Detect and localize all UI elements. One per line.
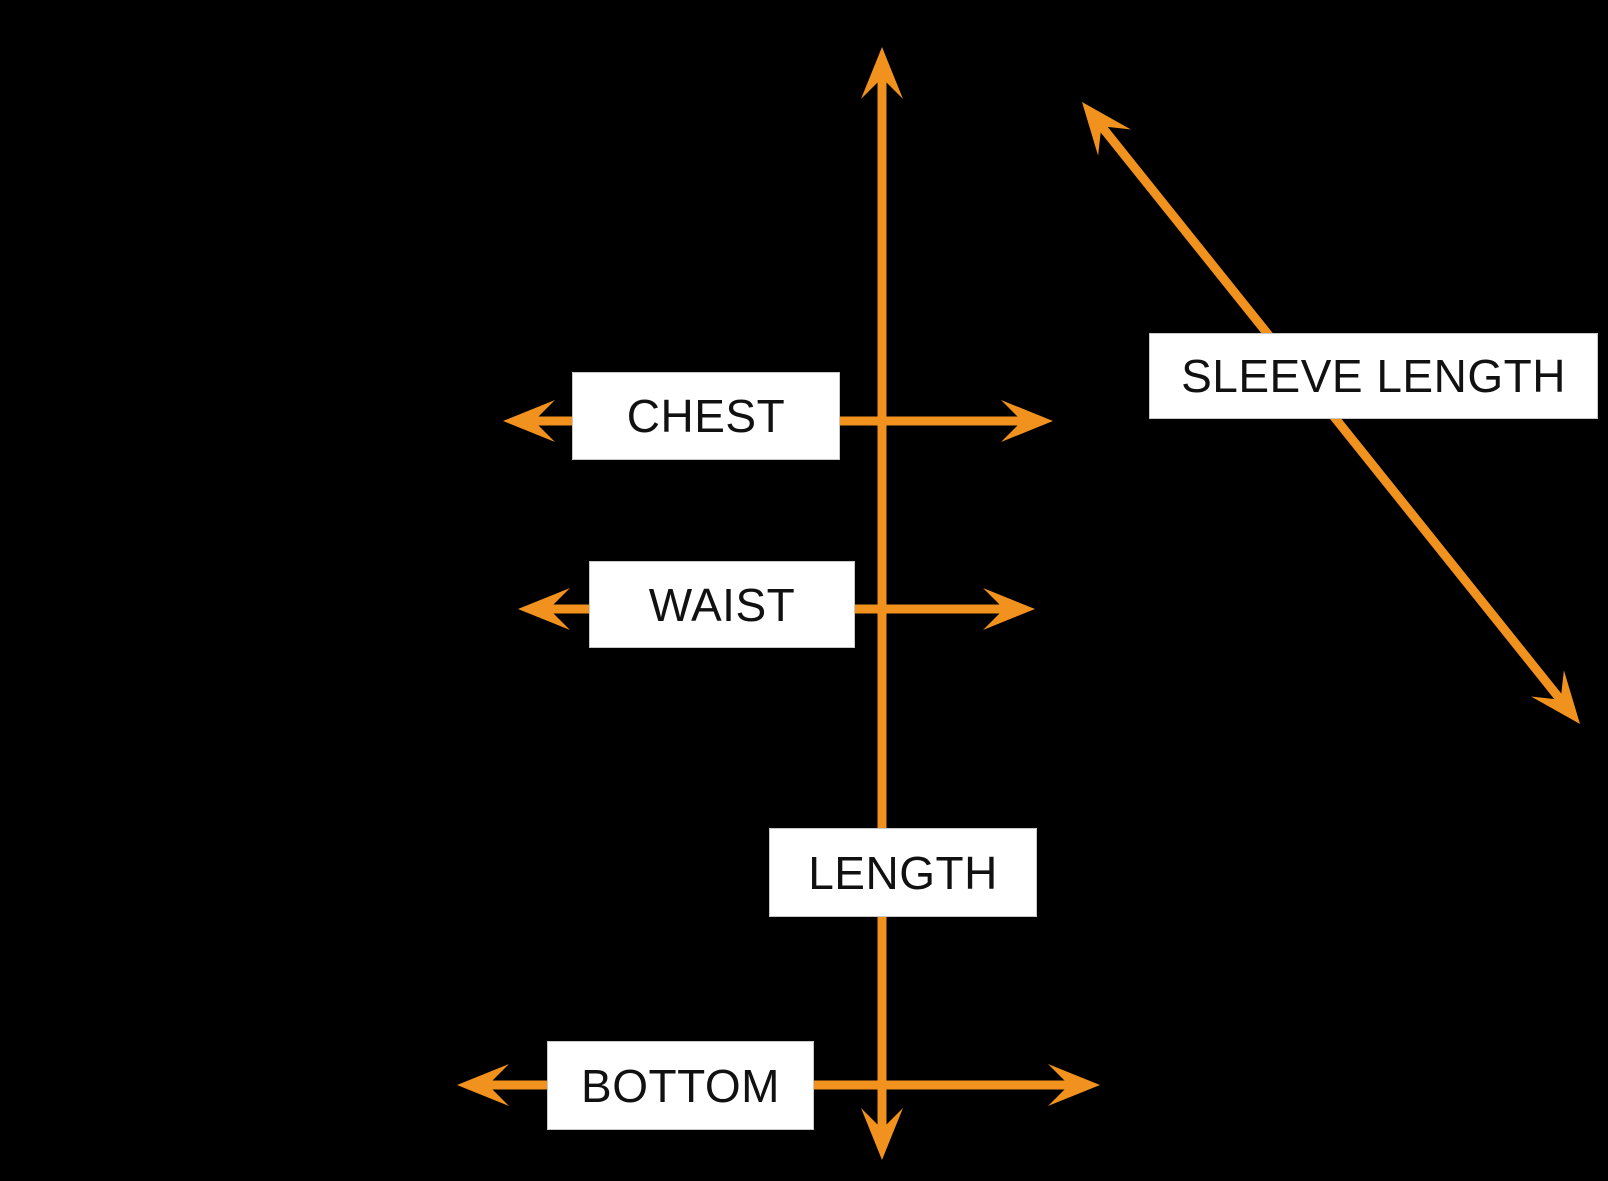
waist-label: WAIST	[589, 561, 855, 648]
sleeve-length-label: SLEEVE LENGTH	[1149, 333, 1598, 419]
bottom-label: BOTTOM	[547, 1041, 814, 1130]
bottom-label-text: BOTTOM	[581, 1059, 780, 1112]
length-label: LENGTH	[769, 828, 1037, 917]
arrowhead-up-icon	[861, 47, 903, 99]
chest-width-arrow	[503, 400, 1053, 442]
bottom-width-arrow	[457, 1064, 1100, 1106]
length-axis-arrow	[861, 47, 903, 1160]
sleeve-length-label-text: SLEEVE LENGTH	[1181, 350, 1566, 402]
waist-width-arrow	[518, 588, 1035, 630]
arrowhead-down-icon	[861, 1108, 903, 1160]
arrowhead-up-left-icon	[1082, 102, 1131, 156]
arrowhead-left-icon	[503, 400, 555, 442]
arrowhead-right-icon	[1001, 400, 1053, 442]
waist-label-text: WAIST	[648, 578, 796, 631]
chest-label: CHEST	[572, 372, 840, 460]
arrowhead-left-icon	[518, 588, 570, 630]
length-label-text: LENGTH	[808, 846, 998, 899]
arrowhead-left-icon	[457, 1064, 509, 1106]
arrowhead-right-icon	[983, 588, 1035, 630]
arrowhead-right-icon	[1048, 1064, 1100, 1106]
arrowhead-down-right-icon	[1531, 670, 1580, 724]
chest-label-text: CHEST	[626, 390, 786, 442]
